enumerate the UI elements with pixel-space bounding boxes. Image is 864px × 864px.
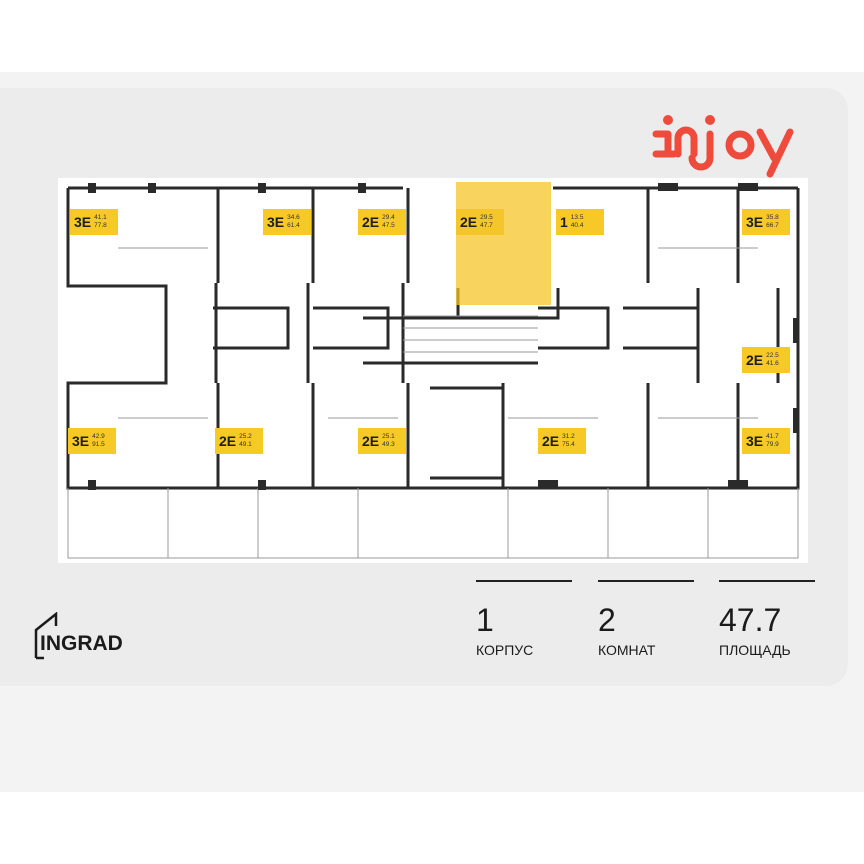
injoy-logo xyxy=(652,115,794,178)
living-area: 29.5 xyxy=(480,214,493,221)
living-area: 41.7 xyxy=(766,433,779,440)
selected-apartment-highlight[interactable] xyxy=(456,182,551,305)
living-area: 35.8 xyxy=(766,214,779,221)
living-area: 31.2 xyxy=(562,433,575,440)
unit-type: 3E xyxy=(72,433,90,449)
unit-type: 3E xyxy=(746,214,764,230)
divider xyxy=(598,580,694,582)
svg-text:INGRAD: INGRAD xyxy=(40,632,123,655)
total-area: 77.8 xyxy=(94,222,107,229)
unit-type: 1 xyxy=(560,214,568,230)
living-area: 25.1 xyxy=(382,433,395,440)
total-area: 41.6 xyxy=(766,360,779,367)
unit-type: 3E xyxy=(746,433,764,449)
living-area: 41.1 xyxy=(94,214,107,221)
living-area: 25.2 xyxy=(239,433,252,440)
total-area: 91.5 xyxy=(92,441,105,448)
rooms-value: 2 xyxy=(598,602,616,638)
total-area: 47.5 xyxy=(382,222,395,229)
stat-rooms: 2 КОМНАТ xyxy=(598,580,694,658)
divider xyxy=(719,580,815,582)
unit-type: 3E xyxy=(74,214,92,230)
unit-type: 2E xyxy=(362,214,380,230)
total-area: 66.7 xyxy=(766,222,779,229)
unit-type: 2E xyxy=(542,433,560,449)
building-value: 1 xyxy=(476,602,494,638)
unit-type: 2E xyxy=(460,214,478,230)
living-area: 42.9 xyxy=(92,433,105,440)
area-label: ПЛОЩАДЬ xyxy=(719,642,791,658)
total-area: 47.7 xyxy=(480,222,493,229)
living-area: 22.5 xyxy=(766,352,779,359)
total-area: 49.1 xyxy=(239,441,252,448)
total-area: 49.3 xyxy=(382,441,395,448)
living-area: 34.6 xyxy=(287,214,300,221)
divider xyxy=(476,580,572,582)
stat-area: 47.7 ПЛОЩАДЬ xyxy=(719,580,815,658)
area-value: 47.7 xyxy=(719,602,782,638)
total-area: 75.4 xyxy=(562,441,575,448)
rooms-label: КОМНАТ xyxy=(598,642,656,658)
ingrad-logo: INGRAD xyxy=(34,612,123,660)
total-area: 61.4 xyxy=(287,222,300,229)
unit-type: 2E xyxy=(219,433,237,449)
stat-building: 1 КОРПУС xyxy=(476,580,572,658)
unit-type: 3E xyxy=(267,214,285,230)
unit-type: 2E xyxy=(746,352,764,368)
total-area: 79.9 xyxy=(766,441,779,448)
total-area: 40.4 xyxy=(570,222,584,229)
floor-plan xyxy=(58,178,808,563)
unit-type: 2E xyxy=(362,433,380,449)
living-area: 29.4 xyxy=(382,214,395,221)
building-label: КОРПУС xyxy=(476,642,534,658)
living-area: 13.5 xyxy=(570,214,584,221)
